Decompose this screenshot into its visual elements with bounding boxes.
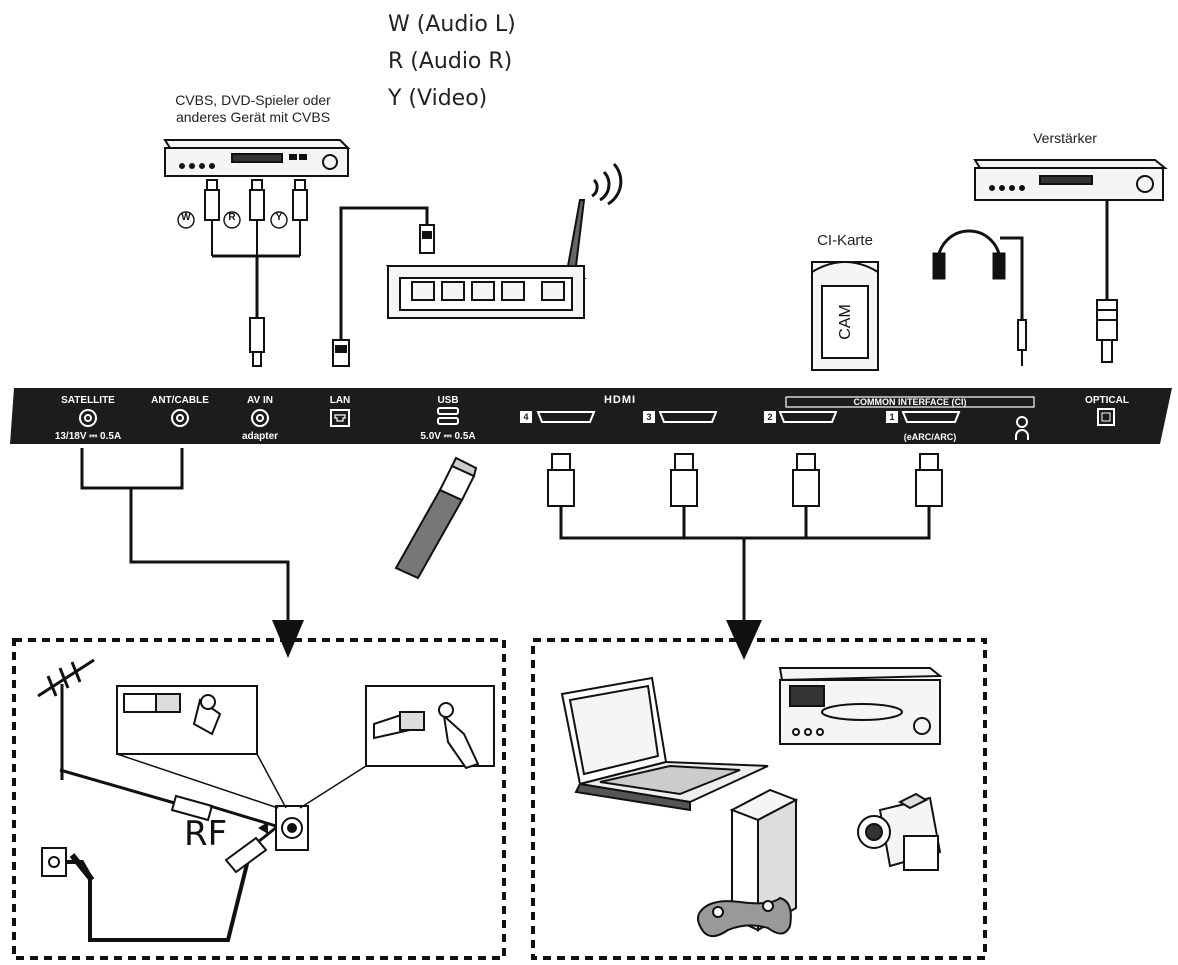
hdmi-1-socket <box>901 411 961 423</box>
av-in-adapter-plug <box>249 317 265 367</box>
legend-line-w: W (Audio L) <box>388 12 516 37</box>
rf-feed-bracket <box>80 448 290 620</box>
hdmi-devices-box-frame <box>531 638 987 960</box>
ant-cable-label: ANT/CABLE <box>151 395 209 406</box>
hdmi-port-4-label: 4 <box>520 411 532 423</box>
hdmi-plugs <box>547 453 943 507</box>
lan-plug-bottom <box>332 339 350 367</box>
detail-inset-right <box>299 685 495 809</box>
rca-plug-red <box>249 179 265 256</box>
marker-r: R <box>228 212 236 223</box>
hdmi-2-socket <box>778 411 838 423</box>
satellite-label: SATELLITE <box>61 395 115 406</box>
hdmi-port-3-label: 3 <box>643 411 655 423</box>
rca-plug-yellow <box>292 179 308 256</box>
lan-plug-top <box>419 224 435 254</box>
legend-line-y: Y (Video) <box>388 86 488 111</box>
ci-card-caption: CI-Karte <box>817 232 873 249</box>
amplifier <box>973 159 1168 201</box>
hdmi-port-2-label: 2 <box>764 411 776 423</box>
tv-back-panel <box>10 388 1172 444</box>
satellite-socket <box>79 409 97 427</box>
antenna-icon <box>37 658 95 780</box>
laptop-icon <box>560 676 769 812</box>
console-icon <box>729 788 799 932</box>
av-in-adapter-label: adapter <box>241 431 279 442</box>
detail-inset-left <box>116 685 287 809</box>
usb-stick-icon <box>394 456 478 580</box>
cvbs-dvd-player <box>163 139 351 177</box>
hdmi-port-1-label: 1 <box>886 411 898 423</box>
hdmi-4-socket <box>536 411 596 423</box>
lan-socket <box>330 409 350 427</box>
wall-socket-icon <box>41 847 250 942</box>
amplifier-caption: Verstärker <box>1033 130 1097 146</box>
av-in-label: AV IN <box>247 395 273 406</box>
marker-r-circle <box>223 211 241 229</box>
optical-cable <box>1096 200 1118 363</box>
usb-socket <box>437 407 459 425</box>
hdmi-logo: HDMI <box>603 394 637 406</box>
marker-w: W <box>181 212 191 223</box>
marker-w-circle <box>177 211 195 229</box>
lan-label: LAN <box>329 395 351 406</box>
headphones-icon <box>932 229 1027 366</box>
cam-label: CAM <box>837 304 854 340</box>
legend-line-r: R (Audio R) <box>388 49 513 74</box>
lan-cable <box>339 206 429 340</box>
ant-cable-socket <box>171 409 189 427</box>
wifi-signal-icon <box>591 162 623 206</box>
common-interface-frame <box>785 396 1035 408</box>
rf-label: RF <box>184 814 228 854</box>
dvd-player-icon <box>778 667 943 745</box>
cvbs-caption-line-2: anderes Gerät mit CVBS <box>175 109 331 125</box>
rf-socket <box>275 805 309 851</box>
antenna-plug <box>170 794 277 828</box>
marker-y-circle <box>270 211 288 229</box>
rca-plug-white <box>204 179 220 256</box>
usb-label: USB <box>437 395 459 406</box>
av-in-socket <box>251 409 269 427</box>
marker-y: Y <box>275 212 283 223</box>
rf-pointer <box>258 822 268 834</box>
rf-plug <box>224 824 279 874</box>
headphone-socket <box>1015 416 1029 440</box>
optical-socket <box>1097 408 1115 426</box>
av-cable <box>212 254 300 320</box>
cvbs-caption: CVBS, DVD-Spieler oder anderes Gerät mit… <box>138 92 368 126</box>
router <box>385 199 587 319</box>
antenna-box-frame <box>12 638 506 960</box>
satellite-spec: 13/18V ⎓ 0.5A <box>54 431 122 442</box>
gamepad-icon <box>697 896 792 937</box>
ci-card-icon <box>811 261 879 371</box>
camcorder-icon <box>857 792 942 871</box>
hdmi-3-socket <box>658 411 718 423</box>
hdmi-bracket <box>559 506 931 620</box>
optical-label: OPTICAL <box>1085 395 1129 406</box>
cvbs-caption-line-1: CVBS, DVD-Spieler oder <box>175 92 331 108</box>
usb-spec: 5.0V ⎓ 0.5A <box>420 431 476 442</box>
earc-label: (eARC/ARC) <box>903 432 957 442</box>
common-interface-label: COMMON INTERFACE (CI) <box>853 397 967 407</box>
antenna-cable <box>59 768 179 806</box>
